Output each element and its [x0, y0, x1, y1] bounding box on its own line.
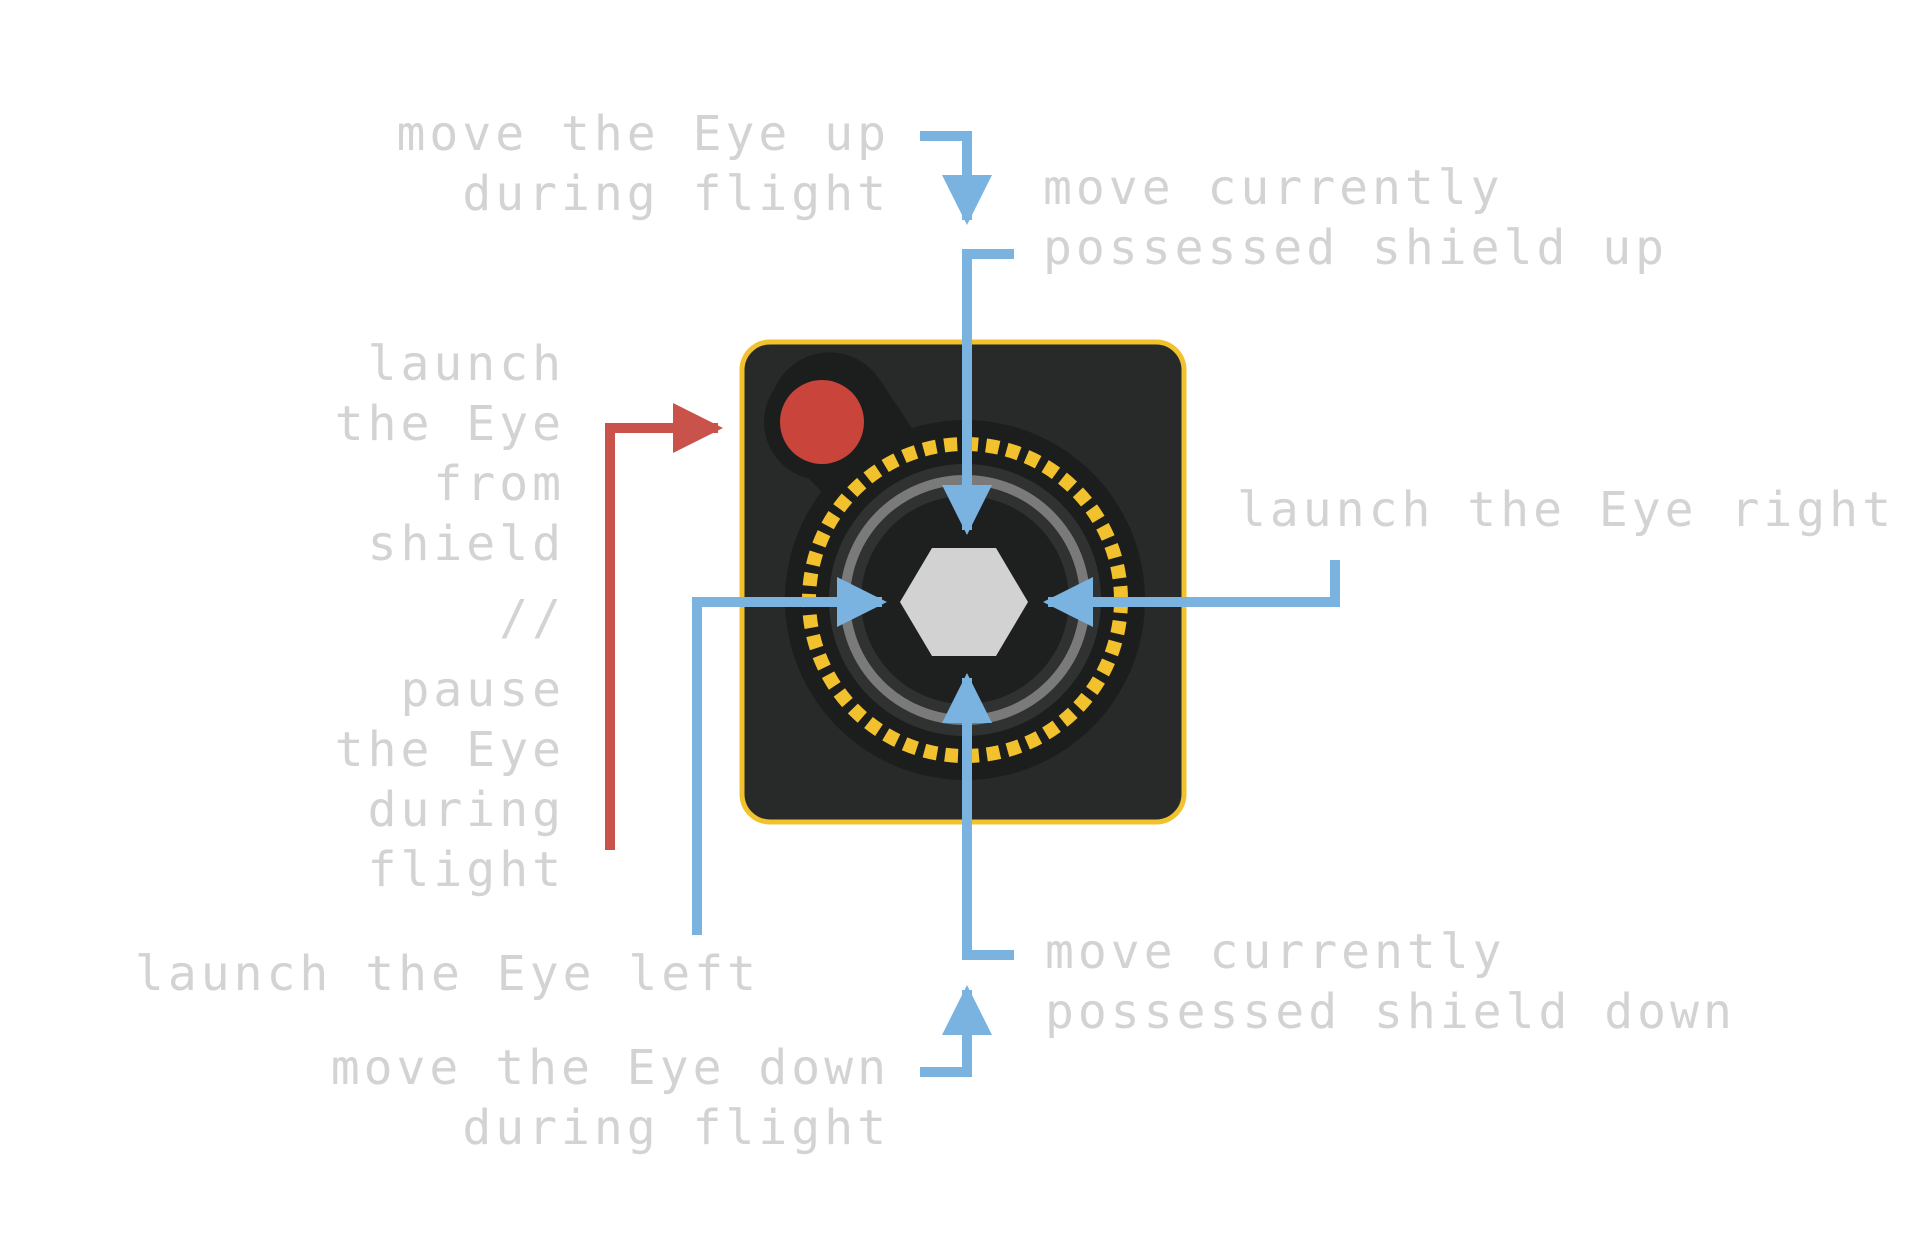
label-launch-left: launch the Eye left	[134, 946, 760, 1002]
arrow-shield-up	[942, 249, 1014, 535]
label-launch-right: launch the Eye right	[1237, 482, 1895, 538]
label-launch-line4: shield	[367, 516, 565, 572]
label-eye-down-line1: move the Eye down	[330, 1040, 890, 1096]
arrow-launch-button	[605, 403, 723, 850]
label-launch-line1: launch	[367, 336, 565, 392]
label-shield-up-line2: possessed shield up	[1043, 220, 1669, 276]
label-eye-up-line2: during flight	[462, 166, 890, 222]
red-button-icon	[780, 380, 864, 464]
label-eye-up-line1: move the Eye up	[396, 106, 890, 162]
label-pause-line3: during	[367, 782, 565, 838]
arrow-shield-down	[942, 673, 1014, 960]
label-pause-line1: pause	[400, 662, 565, 718]
label-pause-line4: flight	[367, 842, 565, 898]
label-launch-line3: from	[433, 456, 565, 512]
arrow-launch-right	[1043, 560, 1340, 627]
arrow-eye-down	[920, 985, 992, 1077]
label-shield-down-line2: possessed shield down	[1045, 984, 1736, 1040]
arrow-launch-left	[692, 577, 887, 935]
label-launch-line2: the Eye	[334, 396, 565, 452]
label-pause-line2: the Eye	[334, 722, 565, 778]
label-shield-up-line1: move currently	[1043, 160, 1504, 216]
hex-stick-icon	[900, 548, 1028, 656]
label-separator: //	[499, 590, 565, 646]
label-eye-down-line2: during flight	[462, 1100, 890, 1156]
label-shield-down-line1: move currently	[1045, 924, 1506, 980]
arrow-eye-up	[920, 131, 992, 225]
